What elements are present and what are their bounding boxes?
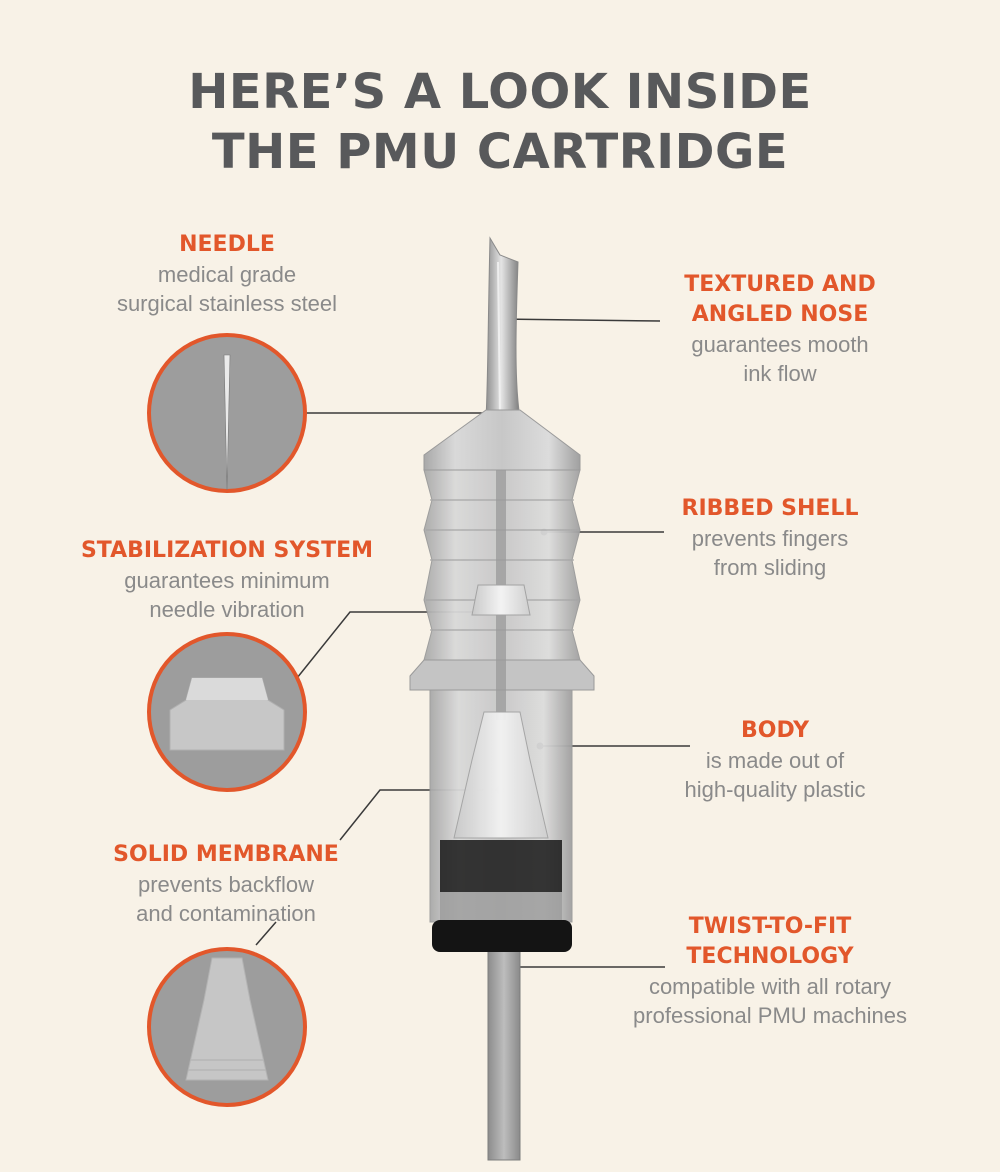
label-membrane: SOLID MEMBRANE prevents backflow and con… — [70, 840, 382, 928]
needle-heading: NEEDLE — [179, 232, 275, 257]
twist-desc-2: professional PMU machines — [633, 1003, 907, 1028]
connector-nose — [497, 318, 661, 322]
stabilization-circle — [147, 632, 307, 792]
needle-desc-1: medical grade — [157, 262, 297, 287]
shell-heading: RIBBED SHELL — [681, 496, 859, 521]
label-stabilization: STABILIZATION SYSTEM guarantees minimum … — [40, 536, 414, 624]
label-body: BODY is made out of high-quality plastic — [660, 716, 890, 804]
membrane-heading: SOLID MEMBRANE — [113, 842, 339, 867]
shell-desc-1: prevents fingers — [691, 526, 849, 551]
nose-desc-2: ink flow — [743, 361, 817, 386]
cartridge-cap — [432, 920, 572, 952]
inner-reservoir — [440, 840, 562, 892]
body-heading: BODY — [740, 718, 810, 743]
twist-heading-1: TWIST-TO-FIT — [688, 914, 852, 939]
title-line-2: THE PMU CARTRIDGE — [211, 124, 789, 180]
shell-desc-2: from sliding — [713, 555, 827, 580]
twist-heading-2: TECHNOLOGY — [686, 944, 854, 969]
cartridge-illustration — [409, 236, 595, 1161]
stabilization-desc-2: needle vibration — [149, 597, 305, 622]
label-nose: TEXTURED AND ANGLED NOSE guarantees moot… — [640, 270, 920, 388]
inner-membrane — [453, 711, 549, 839]
body-desc-1: is made out of — [705, 748, 845, 773]
label-needle: NEEDLE medical grade surgical stainless … — [60, 230, 394, 318]
nose-heading-2: ANGLED NOSE — [691, 302, 869, 327]
page-title: HERE’S A LOOK INSIDE THE PMU CARTRIDGE — [0, 62, 1000, 182]
title-line-1: HERE’S A LOOK INSIDE — [188, 64, 812, 120]
cartridge-cone — [423, 409, 581, 471]
body-desc-2: high-quality plastic — [684, 777, 866, 802]
membrane-desc-2: and contamination — [136, 901, 316, 926]
nose-heading-1: TEXTURED AND — [684, 272, 876, 297]
label-twist: TWIST-TO-FIT TECHNOLOGY compatible with … — [610, 912, 930, 1030]
membrane-circle — [147, 947, 307, 1107]
twist-desc-1: compatible with all rotary — [648, 974, 892, 999]
needle-desc-2: surgical stainless steel — [116, 291, 338, 316]
label-shell: RIBBED SHELL prevents fingers from slidi… — [650, 494, 890, 582]
needle-circle — [147, 333, 307, 493]
connector-membrane-circle — [255, 921, 277, 946]
membrane-desc-1: prevents backflow — [137, 872, 315, 897]
cartridge-nose — [485, 236, 521, 419]
nose-desc-1: guarantees mooth — [691, 332, 869, 357]
cartridge-rod — [487, 947, 521, 1161]
stabilization-desc-1: guarantees minimum — [124, 568, 330, 593]
stabilization-heading: STABILIZATION SYSTEM — [80, 538, 374, 563]
